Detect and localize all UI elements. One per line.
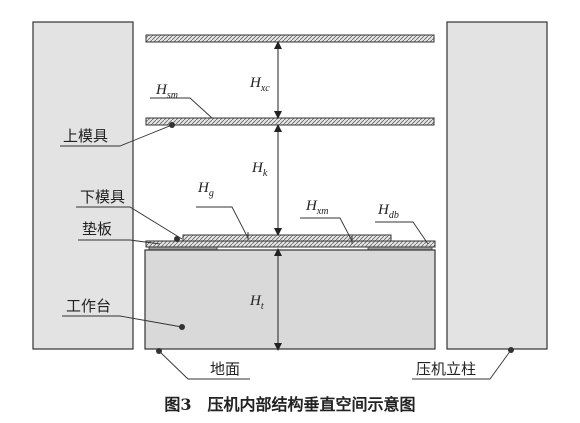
symbol-hsm: Hsm [155,82,178,101]
leader-hg [196,206,249,239]
leader-hxm [300,217,353,242]
label-lower-die: 下模具 [80,188,125,206]
label-upper-die: 上模具 [63,127,108,145]
label-worktable: 工作台 [66,297,111,315]
pad-plate [145,240,436,248]
ram-plate [145,34,435,43]
leader-worktable [62,315,183,328]
symbol-ht: Ht [249,293,264,312]
dot-column [508,347,514,353]
left-press-column [32,21,134,350]
upper-die-plate [145,117,435,126]
dot-ground [156,348,162,354]
leader-pad [78,239,161,245]
symbol-hk: Hk [251,160,268,179]
dot-pad [174,236,180,242]
lower-die-plate [182,234,392,242]
leader-hsm [150,97,213,119]
symbol-hxm: Hxm [305,198,329,217]
dot-worktable [179,324,185,330]
dot-upper-die [169,122,175,128]
leader-lower-die [76,206,183,240]
worktable-block [144,249,436,350]
label-pad: 垫板 [82,220,112,238]
label-column: 压机立柱 [416,360,476,378]
label-ground: 地面 [210,360,240,378]
figure-caption: 图3 压机内部结构垂直空间示意图 [164,395,415,414]
leader-hdb [375,221,429,245]
symbol-hxc: Hxc [249,75,270,94]
leader-ground [158,350,250,380]
symbol-hg: Hg [197,180,214,199]
leader-upper-die [60,124,173,147]
leader-column [412,349,512,380]
right-press-column [446,21,548,350]
symbol-hdb: Hdb [377,202,399,221]
